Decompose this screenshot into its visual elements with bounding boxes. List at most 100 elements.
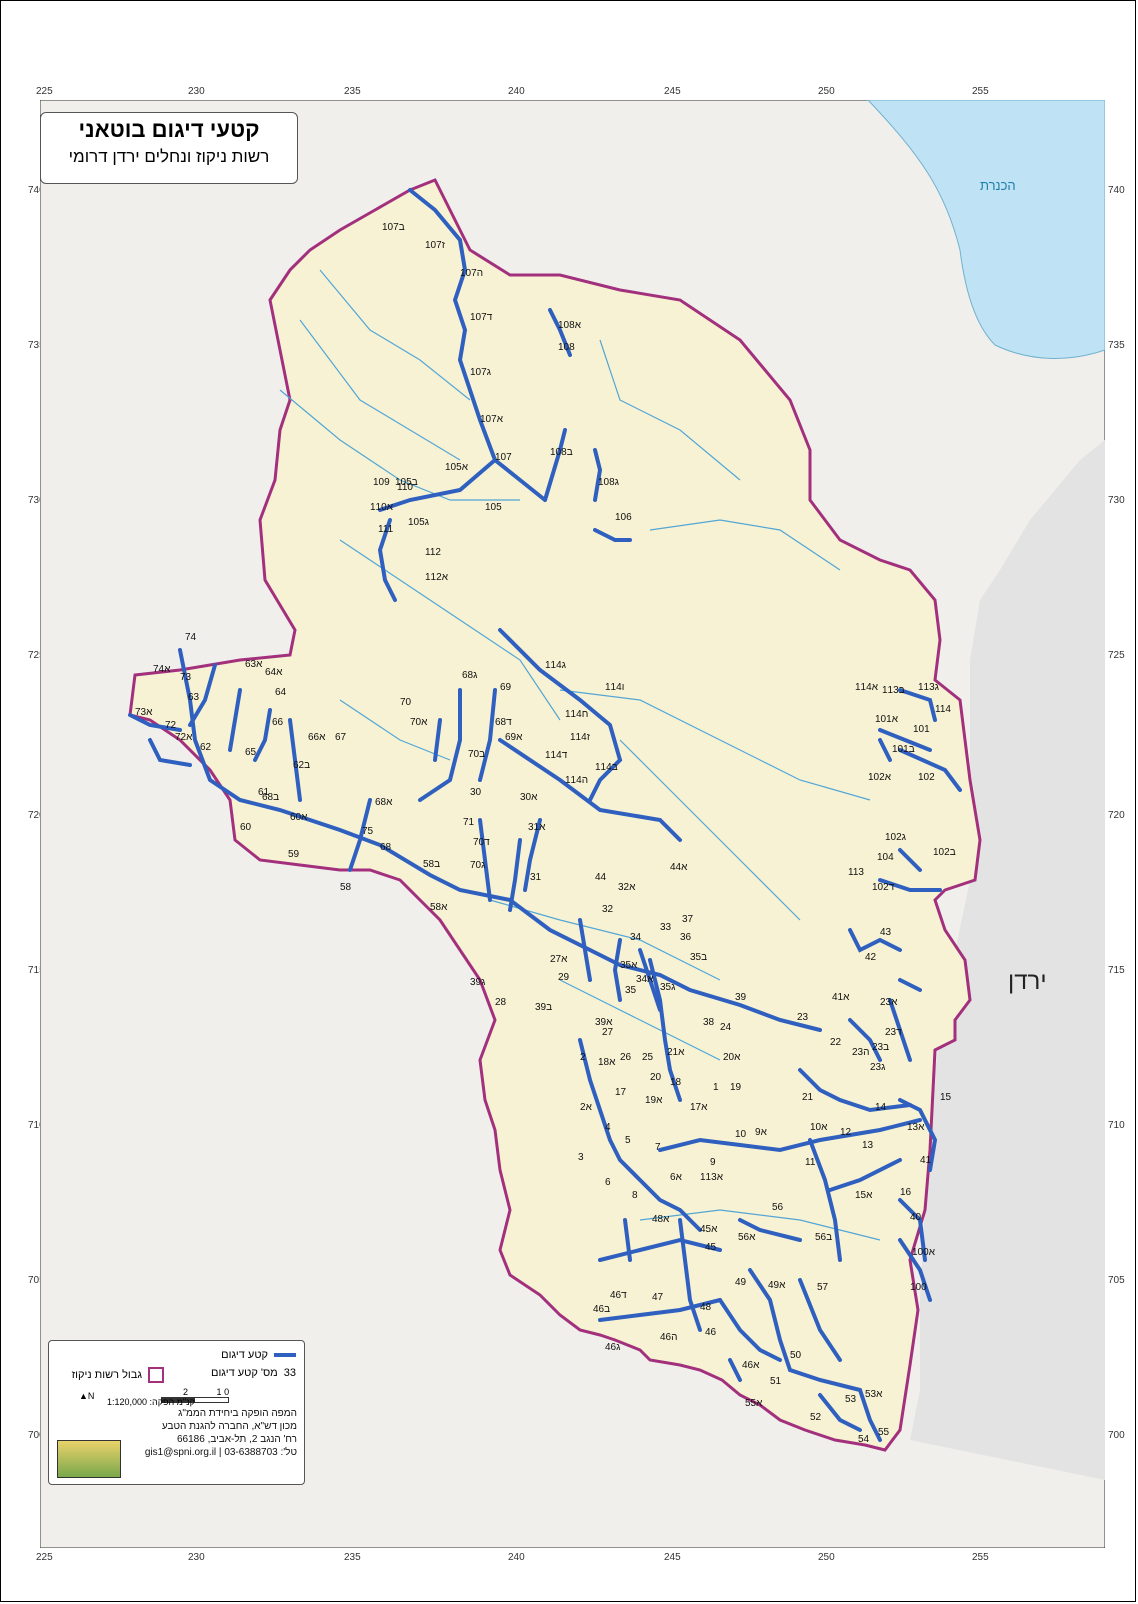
segment-label: 70ב (468, 749, 485, 760)
segment-label: 58ב (423, 859, 440, 870)
segment-label: 70א (410, 717, 428, 728)
segment-label: 23 (797, 1012, 809, 1023)
segment-label: 108 (558, 342, 575, 353)
segment-label: 62 (200, 742, 212, 753)
x-tick: 240 (508, 1552, 525, 1563)
segment-label: 52 (810, 1412, 822, 1423)
segment-label: 45 (705, 1242, 717, 1253)
x-tick: 255 (972, 86, 989, 97)
segment-label: 21 (802, 1092, 814, 1103)
segment-label: 111 (378, 524, 394, 535)
segment-label: 108ב (550, 447, 573, 458)
segment-label: 112 (425, 547, 441, 558)
segment-label: 7 (655, 1142, 661, 1153)
segment-label: 59 (288, 849, 300, 860)
segment-label: 29 (558, 972, 570, 983)
segment-label: 68ג (462, 670, 477, 681)
segment-label: 40 (910, 1212, 922, 1223)
river-label: ירדן (1008, 968, 1047, 995)
segment-label: 114ח (565, 709, 588, 720)
segment-label: 21א (667, 1047, 685, 1058)
segment-label: 69א (505, 732, 523, 743)
segment-label: 35ב (690, 952, 707, 963)
segment-label: 20א (723, 1052, 741, 1063)
segment-label: 19א (645, 1095, 663, 1106)
segment-label: 68 (380, 842, 392, 853)
map-canvas: 107ב 107ז 107ה 107ד 107ג 107א 107 105א 1… (39, 99, 1106, 1549)
segment-label: 114ה (565, 775, 588, 786)
segment-label: 35א (620, 960, 638, 971)
segment-label: 100א (912, 1247, 936, 1258)
segment-label: 23ג (870, 1062, 885, 1073)
segment-label: 46א (742, 1360, 760, 1371)
credit-line: רח' הנגב 2, תל-אביב, 66186 (177, 1434, 297, 1445)
x-tick: 230 (188, 86, 205, 97)
north-label: N (87, 1391, 95, 1401)
y-tick: 700 (1108, 1430, 1125, 1441)
legend-number-example: 33 (283, 1367, 296, 1379)
scale-number: 1 (216, 1387, 222, 1397)
segment-label: 72א (175, 732, 193, 743)
y-tick: 735 (28, 340, 45, 351)
segment-label: 113 (848, 867, 864, 878)
segment-label: 62ב (293, 760, 310, 771)
map-frame: 107ב 107ז 107ה 107ד 107ג 107א 107 105א 1… (39, 99, 1106, 1549)
segment-label: 57 (817, 1282, 829, 1293)
north-arrow-icon: N▲ (79, 1391, 95, 1401)
segment-label: 48 (700, 1302, 712, 1313)
segment-label: 4 (605, 1122, 611, 1133)
segment-label: 39א (595, 1017, 613, 1028)
segment-label: 6 (605, 1177, 611, 1188)
segment-label: 114ד (545, 750, 568, 761)
segment-label: 60 (240, 822, 252, 833)
segment-label: 49א (768, 1280, 786, 1291)
segment-label: 20 (650, 1072, 662, 1083)
segment-label: 63 (188, 692, 200, 703)
y-tick: 725 (1108, 650, 1125, 661)
y-tick: 740 (28, 185, 45, 196)
y-tick: 730 (1108, 495, 1125, 506)
segment-label: 68א (375, 797, 393, 808)
segment-label: 26 (620, 1052, 632, 1063)
segment-label: 73 (180, 672, 192, 683)
segment-label: 15א (855, 1190, 873, 1201)
drainage-authority-boundary (128, 178, 982, 1452)
segment-label: 16 (900, 1187, 912, 1198)
legend-number-label: מס' קטע דיגום (210, 1367, 278, 1379)
segment-label: 75 (362, 826, 374, 837)
credit-line: מכון דש"א, החברה להגנת הטבע (161, 1421, 297, 1432)
segment-label: 56 (772, 1202, 784, 1213)
segment-label: 113ב (882, 685, 905, 696)
segment-label: 105ג (408, 517, 429, 528)
segment-label: 58 (340, 882, 352, 893)
segment-label: 101ב (892, 744, 915, 755)
segment-label: 66א (308, 732, 326, 743)
segment-label: 70ד (473, 837, 490, 848)
segment-label: 14 (875, 1102, 887, 1113)
x-tick: 225 (36, 86, 53, 97)
map-subtitle: רשות ניקוז ונחלים ירדן דרומי (68, 147, 270, 166)
segment-label: 107 (495, 452, 512, 463)
sampling-segments (128, 188, 962, 1442)
segment-label: 72 (165, 720, 177, 731)
segment-label: 17א (690, 1102, 708, 1113)
segment-label: 11 (805, 1157, 816, 1168)
segment-label: 54 (858, 1434, 870, 1445)
segment-label: 53 (845, 1394, 857, 1405)
segment-label: 39ג (470, 977, 485, 988)
y-tick: 735 (1108, 340, 1125, 351)
kinneret-lake (866, 99, 1106, 359)
segment-label: 18א (598, 1057, 616, 1068)
segment-label: 22 (830, 1037, 842, 1048)
segment-label: 104 (877, 852, 894, 863)
segment-label: 13 (862, 1140, 874, 1151)
segment-label: 107ג (470, 367, 491, 378)
segment-label: 63א (245, 659, 263, 670)
segment-label: 42 (865, 952, 877, 963)
segment-label: 60א (290, 812, 308, 823)
segment-label: 102א (868, 772, 892, 783)
segment-label: 44 (595, 872, 607, 883)
segment-label: 61 (258, 787, 270, 798)
segment-label: 46ה (660, 1332, 677, 1343)
